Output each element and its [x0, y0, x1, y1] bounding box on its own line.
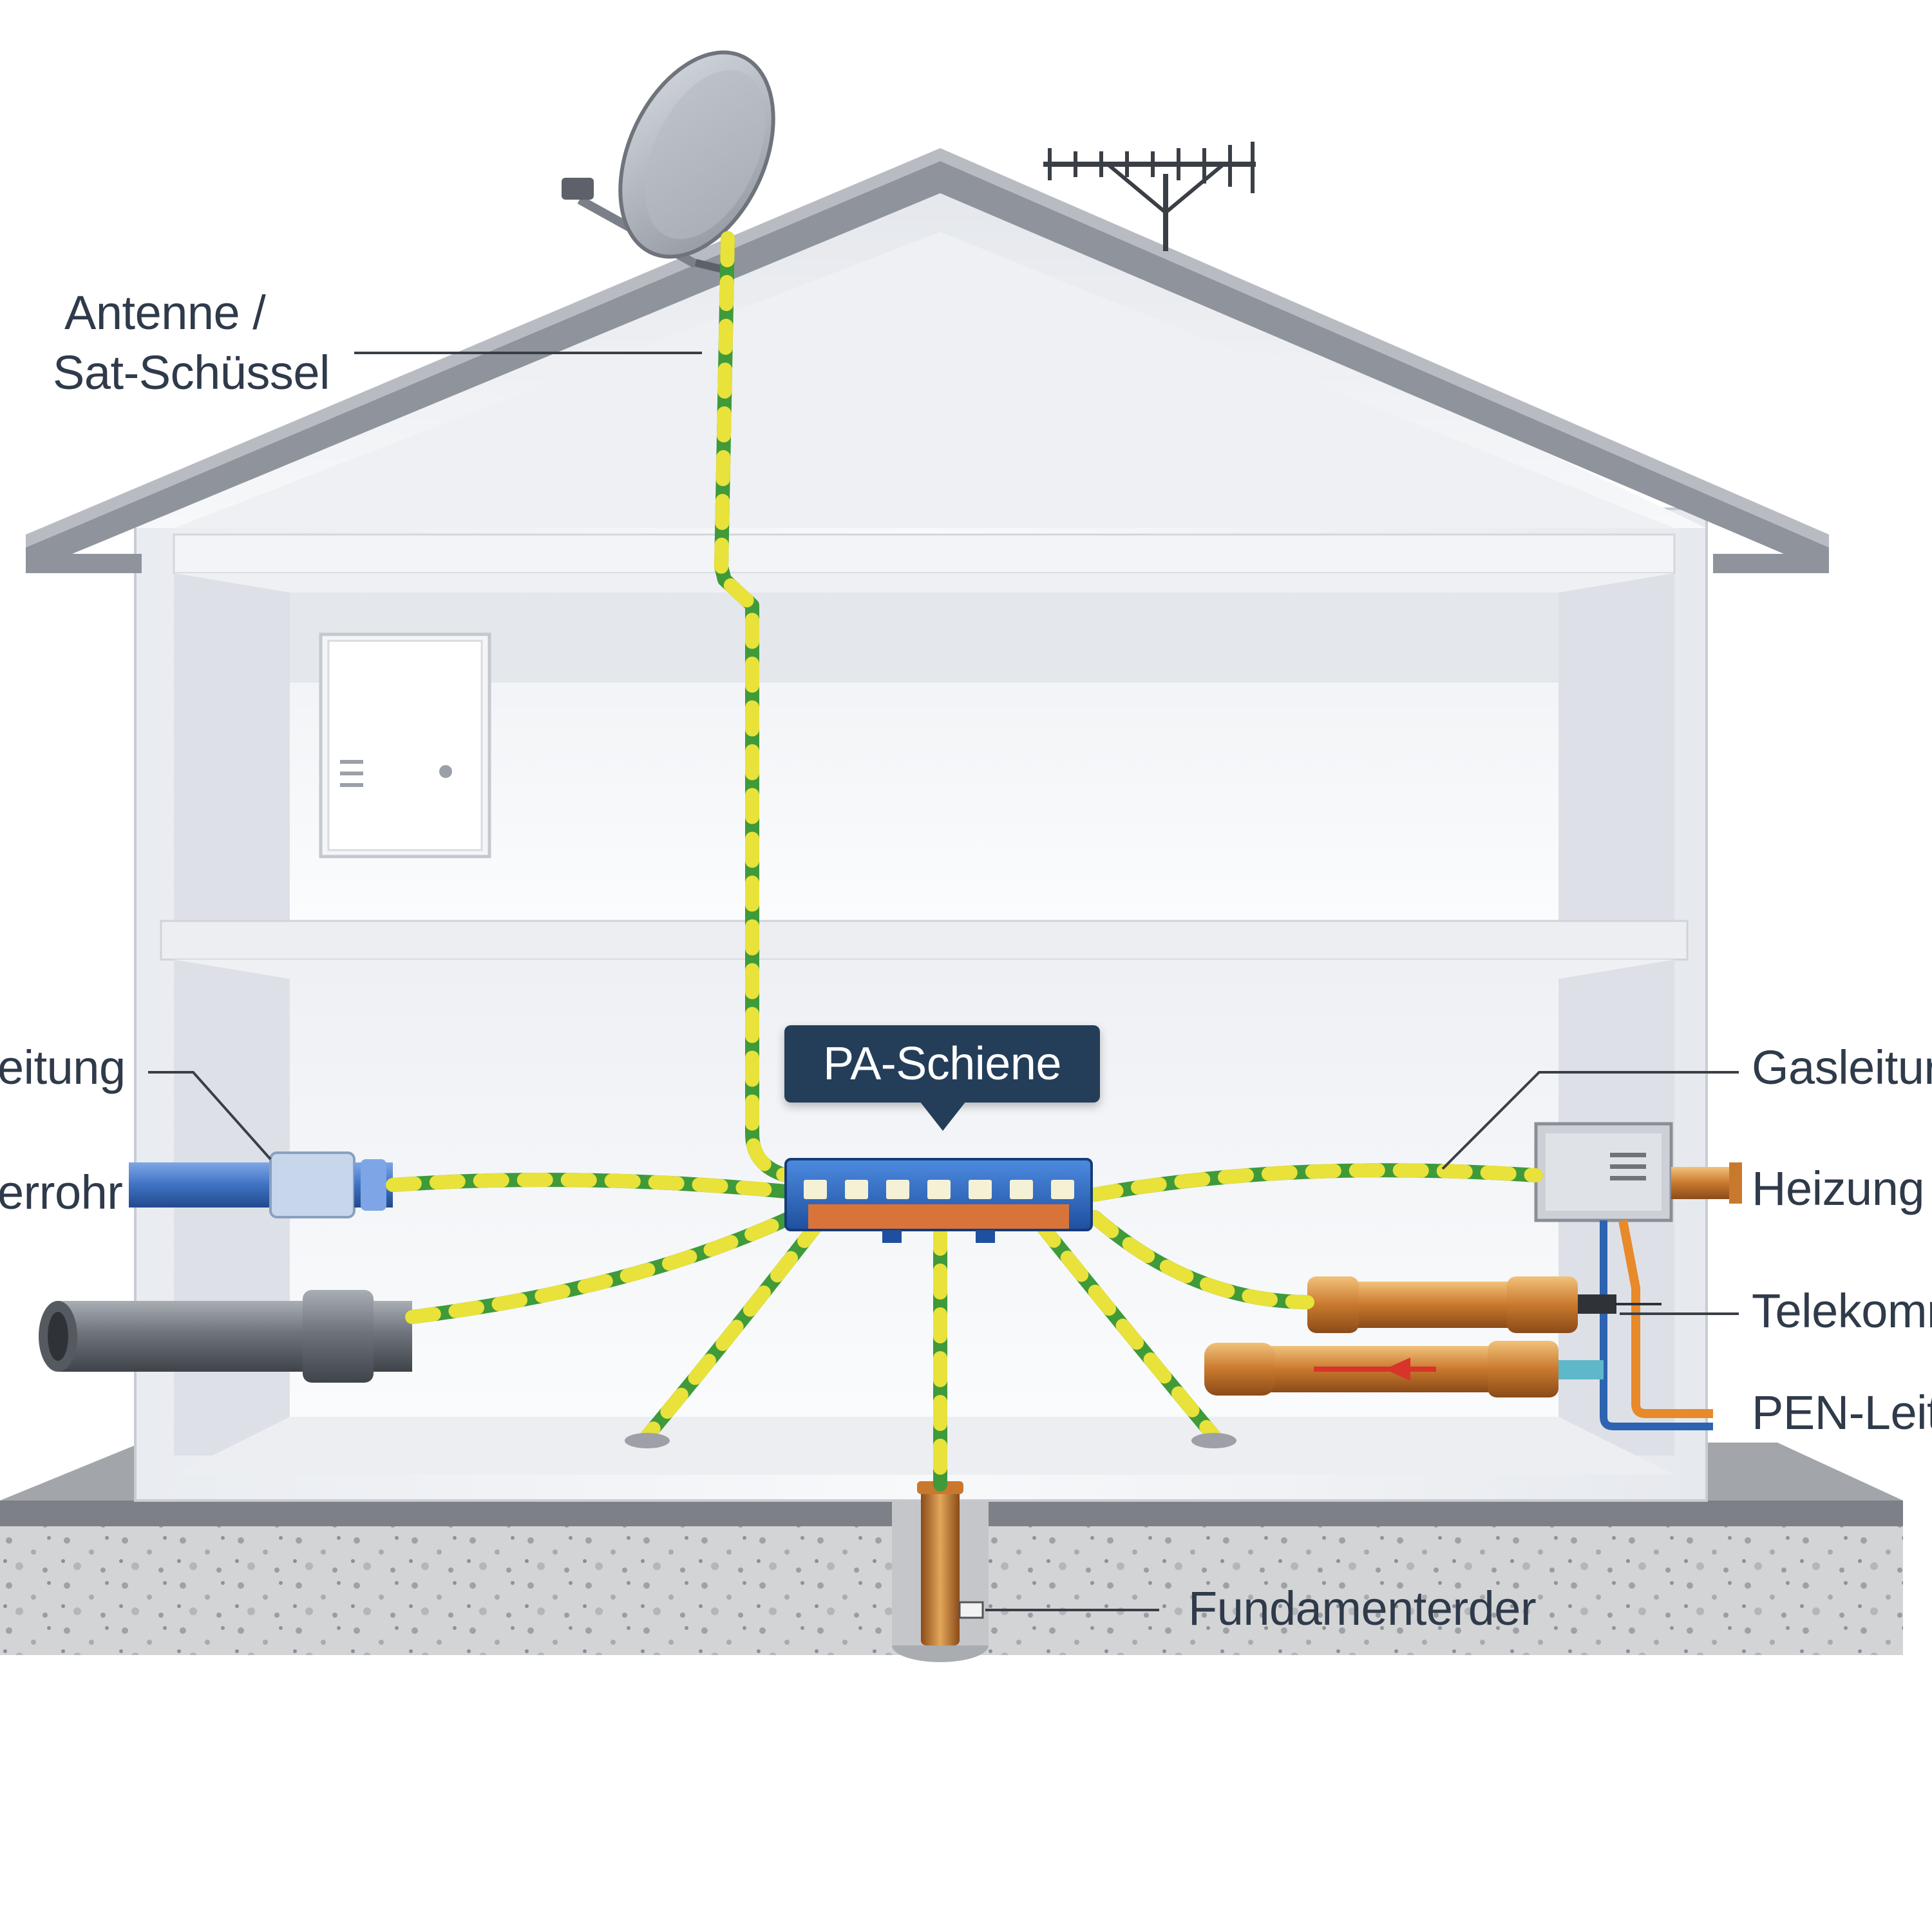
pa-rail-busbar [784, 1158, 1093, 1243]
label-antenna-line1: Antenne / [64, 286, 266, 339]
label-telecom: Telekomr [1752, 1284, 1932, 1338]
waste-pipe [39, 1290, 412, 1383]
satellite-dish-icon [562, 50, 775, 274]
distribution-box-icon [319, 632, 491, 858]
label-left-lower: errohr [0, 1166, 123, 1219]
label-left-upper: eitung [0, 1041, 126, 1094]
label-gas: Gasleitur [1752, 1041, 1932, 1094]
pa-rail-callout: PA-Schiene [784, 1025, 1100, 1131]
water-pipe [129, 1151, 393, 1218]
tv-antenna-icon [1043, 142, 1256, 251]
telecom-pipe [1307, 1276, 1662, 1333]
label-heating: Heizung [1752, 1162, 1925, 1215]
label-antenna-line2: Sat-Schüssel [53, 345, 330, 399]
label-pa-rail: PA-Schiene [823, 1038, 1061, 1090]
label-pen: PEN-Leit [1752, 1386, 1932, 1439]
gas-meter-icon [1534, 1122, 1673, 1222]
earth-conductors [386, 231, 1543, 1492]
leader-lines [148, 352, 1739, 1611]
label-foundation: Fundamenterder [1188, 1582, 1537, 1635]
pen-pipe [1204, 1341, 1604, 1397]
label-antenna: Antenne / Sat-Schüssel [53, 283, 330, 402]
